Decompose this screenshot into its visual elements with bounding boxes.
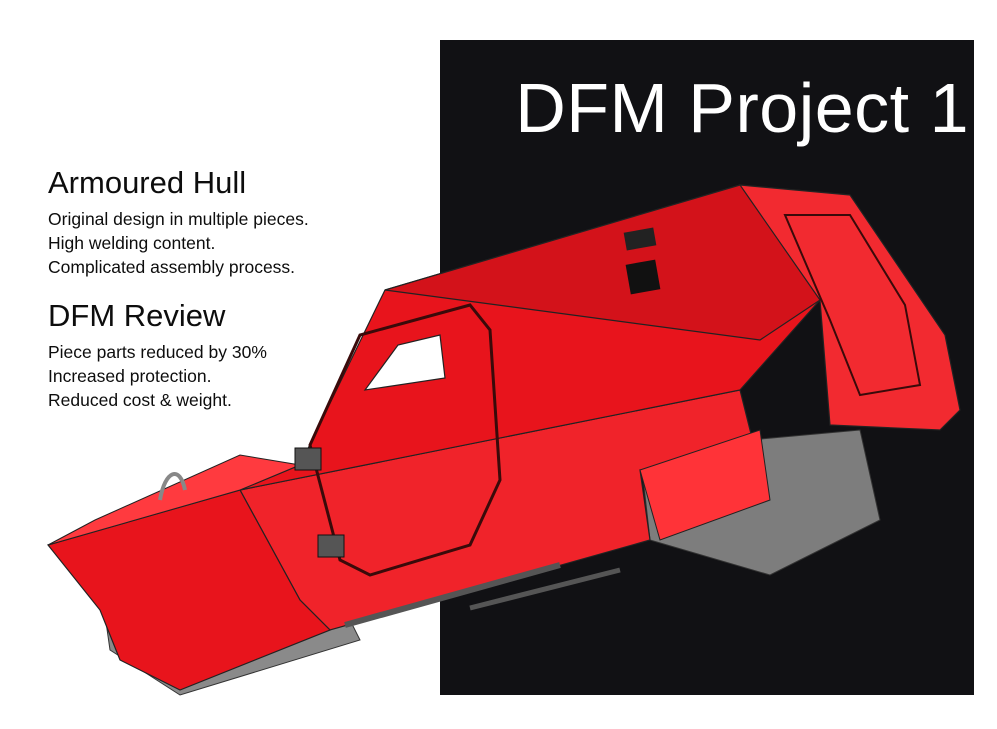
- list-item: Increased protection.: [48, 366, 212, 386]
- grab-handle: [158, 472, 187, 501]
- original-design-list: Original design in multiple pieces. High…: [48, 207, 309, 279]
- section-heading: DFM Review: [48, 298, 226, 333]
- rear-step: [639, 429, 771, 541]
- original-design-section: Armoured Hull Original design in multipl…: [48, 165, 309, 279]
- list-item: Piece parts reduced by 30%: [48, 342, 267, 362]
- rear-door: [783, 214, 922, 397]
- list-item: Complicated assembly process.: [48, 257, 296, 277]
- section-heading: Armoured Hull: [48, 165, 247, 200]
- side-door: [308, 303, 502, 577]
- door-hinge: [317, 534, 345, 558]
- door-hinge: [294, 447, 322, 471]
- dfm-review-list: Piece parts reduced by 30% Increased pro…: [48, 340, 267, 412]
- list-item: High welding content.: [48, 233, 216, 253]
- skirt-slot: [469, 567, 621, 611]
- list-item: Reduced cost & weight.: [48, 390, 232, 410]
- list-item: Original design in multiple pieces.: [48, 209, 309, 229]
- roof-hatch: [623, 227, 657, 251]
- roof-vent: [625, 259, 661, 295]
- hull-rear-face: [738, 184, 961, 431]
- dfm-review-section: DFM Review Piece parts reduced by 30% In…: [48, 298, 267, 412]
- hood-slope: [47, 454, 302, 546]
- door-window: [363, 334, 446, 391]
- slide-title: DFM Project 1: [515, 69, 969, 147]
- skirt-slot: [344, 562, 561, 628]
- hull-front-nose: [46, 489, 332, 691]
